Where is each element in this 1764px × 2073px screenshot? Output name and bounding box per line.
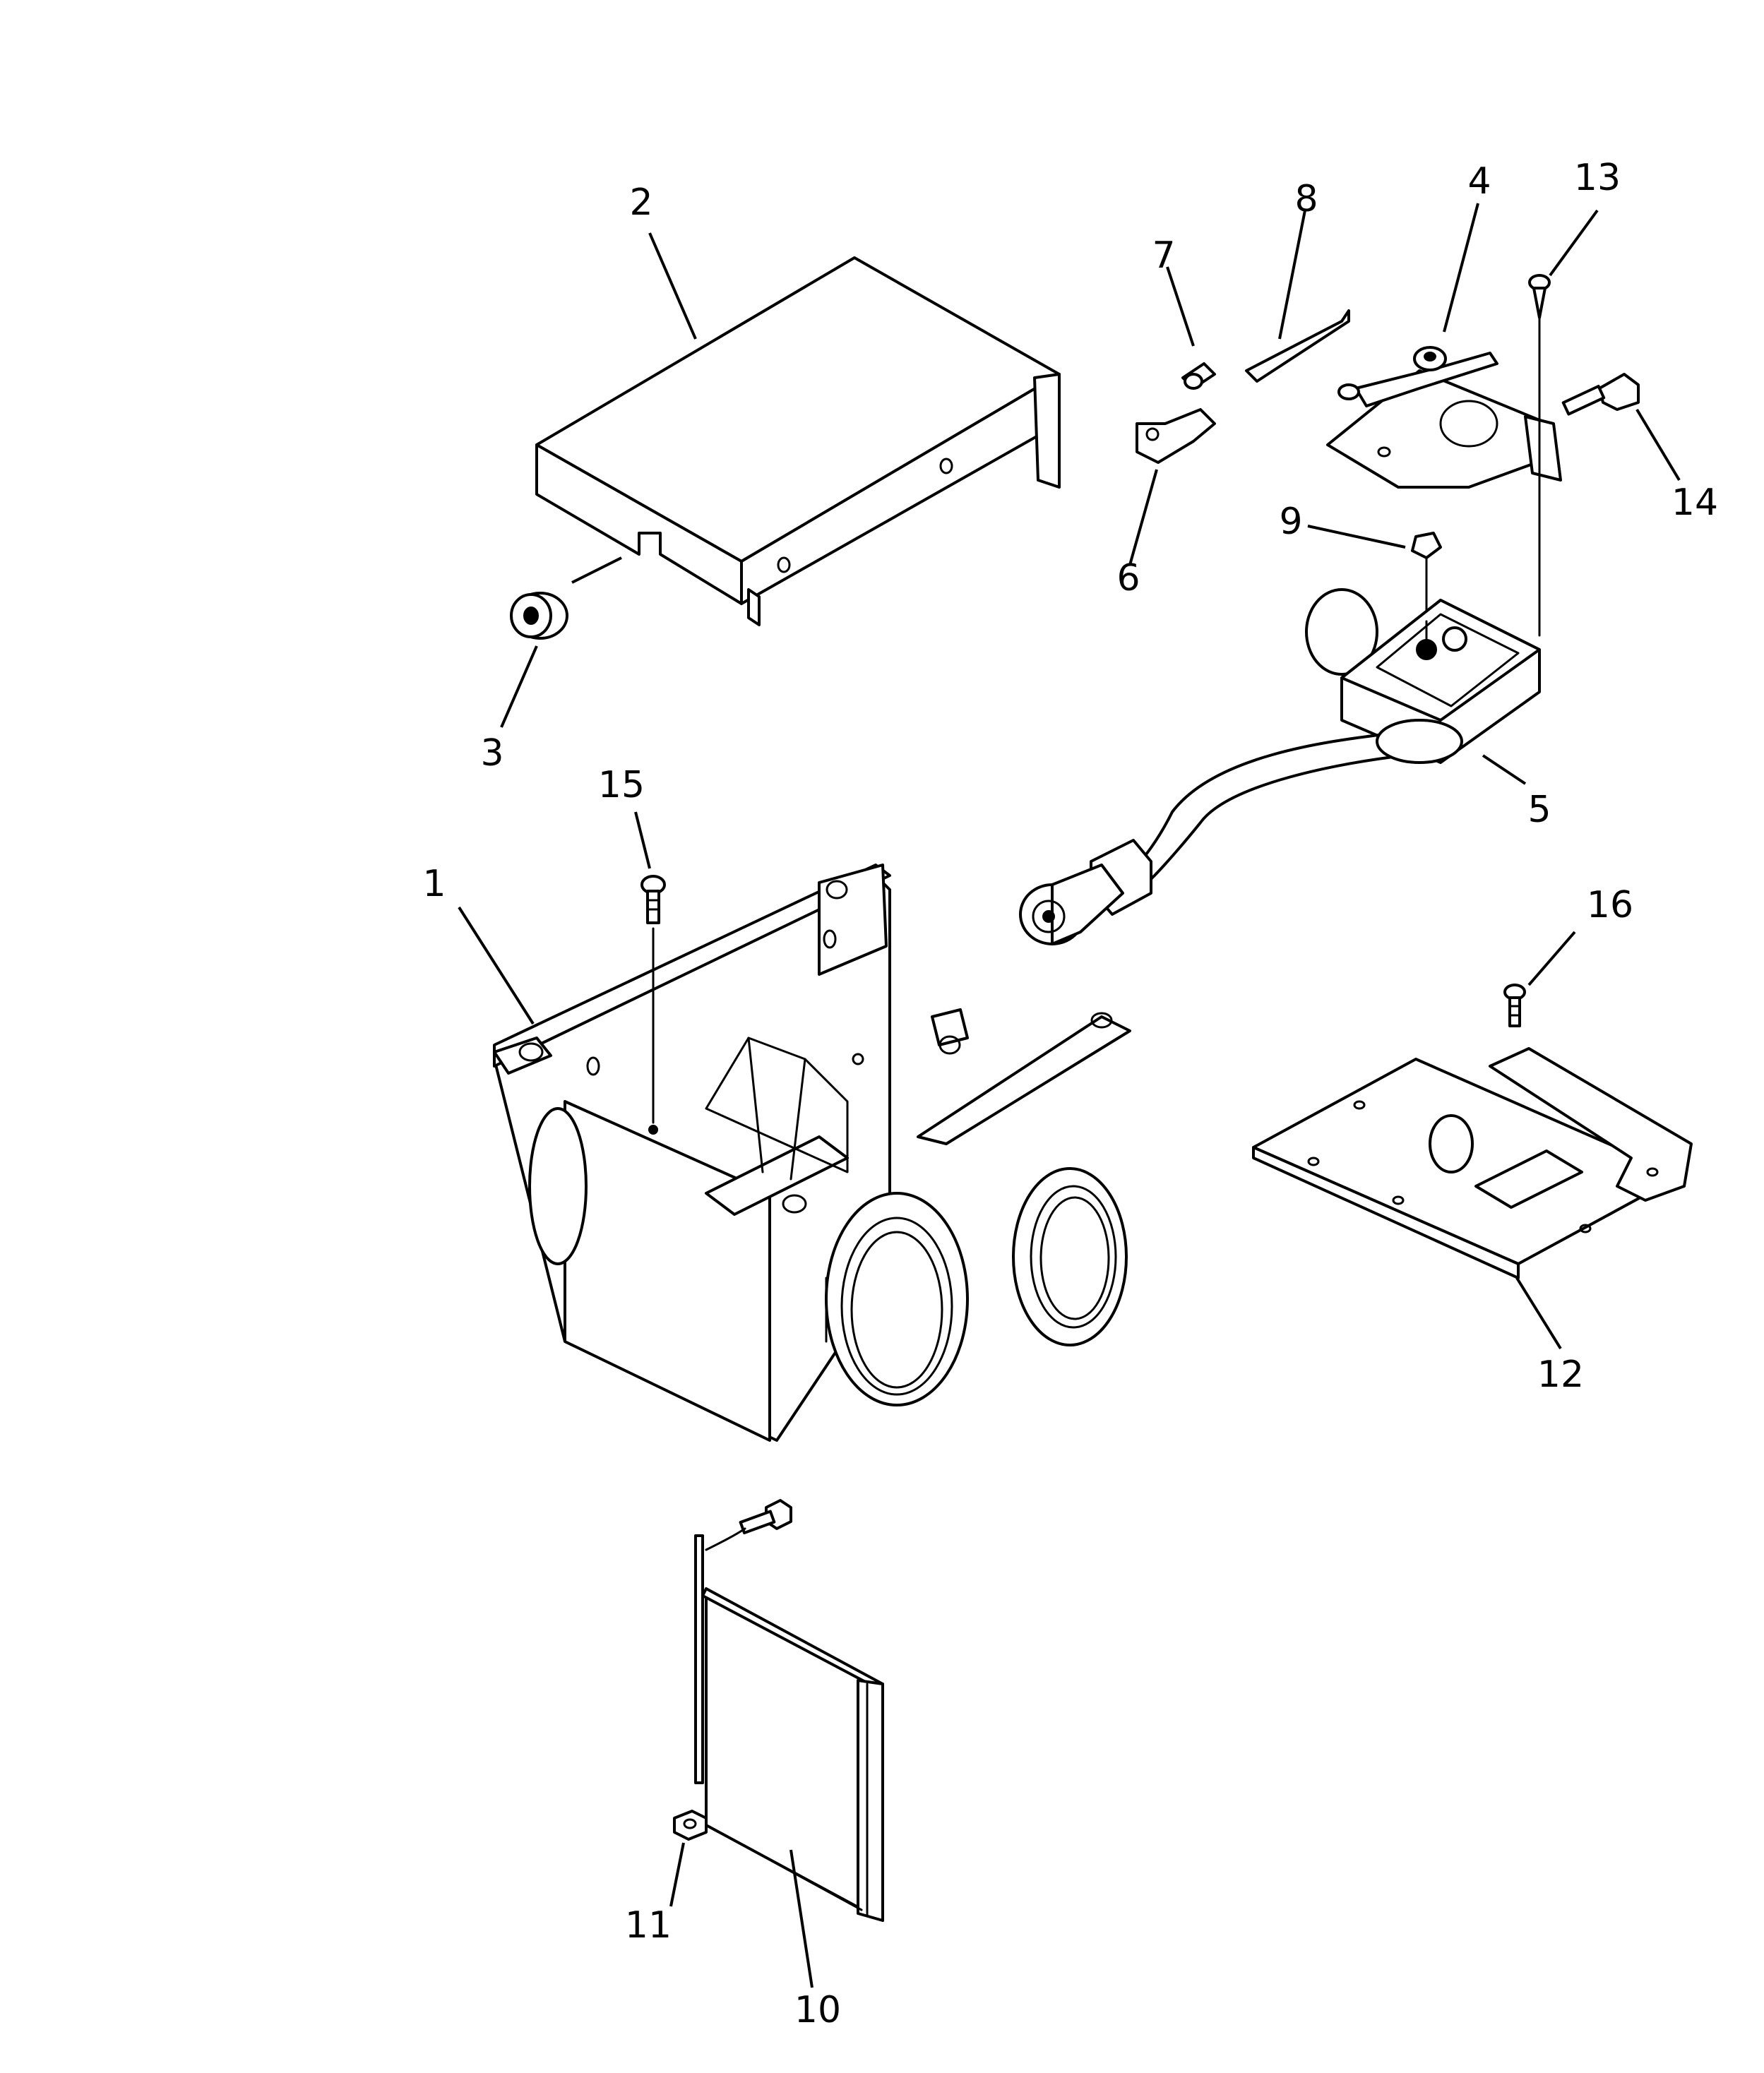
callout-7: 7 <box>1152 234 1175 277</box>
part-6-bracket <box>1136 408 1216 464</box>
part-2-cover <box>535 256 1061 626</box>
callout-10: 10 <box>794 1989 841 2031</box>
callout-12: 12 <box>1537 1354 1584 1396</box>
part-14-bolt <box>1561 373 1640 416</box>
part-11-nut <box>673 1810 708 1841</box>
part-12-mounting-plate <box>1252 1047 1693 1279</box>
part-16-screw <box>1503 984 1526 1027</box>
callout-labels: 1 2 3 4 5 6 7 8 9 10 11 12 13 14 15 16 <box>422 157 1718 2031</box>
callout-15: 15 <box>598 764 645 806</box>
callout-14: 14 <box>1671 482 1718 524</box>
part-5-motor-assembly <box>1019 588 1541 945</box>
part-10-bolt <box>705 1499 792 1551</box>
part-13-screw <box>1528 274 1551 637</box>
callout-8: 8 <box>1294 178 1318 220</box>
callout-4: 4 <box>1467 160 1491 203</box>
callout-9: 9 <box>1279 501 1302 543</box>
part-1-heater-housing <box>493 864 1131 1442</box>
callout-2: 2 <box>629 181 652 224</box>
leader-lines <box>458 203 1681 1988</box>
callout-16: 16 <box>1587 884 1633 926</box>
callout-6: 6 <box>1116 557 1140 599</box>
part-10-filter-panel <box>694 1534 884 1922</box>
callout-11: 11 <box>625 1904 672 1947</box>
part-7-clip <box>1181 362 1216 390</box>
part-4-lever-bracket <box>1326 346 1562 489</box>
callout-3: 3 <box>480 732 503 775</box>
callout-5: 5 <box>1527 789 1551 831</box>
part-8-rod <box>1245 309 1350 383</box>
callout-1: 1 <box>422 863 446 905</box>
part-3-grommet <box>510 592 568 640</box>
part-15-screw <box>640 875 666 1124</box>
callout-13: 13 <box>1574 157 1621 199</box>
